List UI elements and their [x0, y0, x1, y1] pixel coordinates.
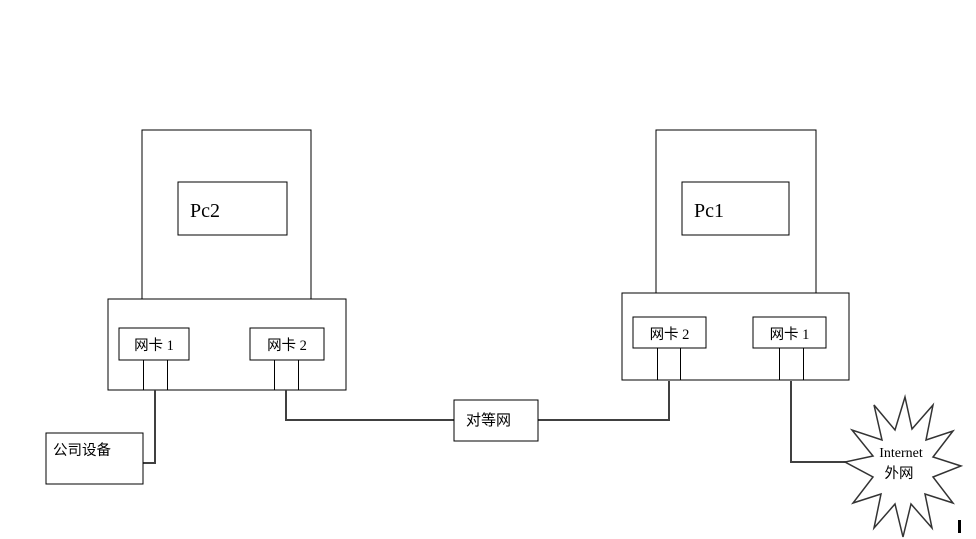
pc1-title-label: Pc1	[694, 200, 724, 222]
pc2-title-box	[177, 181, 288, 236]
cable-pc1-to-internet	[790, 381, 850, 463]
pc2-nic1-box	[118, 327, 190, 361]
text-cursor-mark	[958, 520, 961, 533]
peer-network-label: 对等网	[466, 411, 511, 429]
internet-label-line1: Internet	[879, 446, 923, 461]
pc1-nic1-label: 网卡 1	[770, 326, 810, 343]
pc2-nic1-label: 网卡 1	[134, 337, 174, 354]
pc2-nic2-box	[249, 327, 325, 361]
pc1-group: Pc1 网卡 2 网卡 1	[621, 129, 850, 381]
cable-pc2-to-peer-network	[285, 390, 454, 421]
internet-starburst-shape	[842, 394, 964, 538]
pc2-group: Pc2 网卡 1 网卡 2	[107, 129, 347, 391]
pc1-nic1-box	[752, 316, 827, 349]
company-device-label: 公司设备	[53, 442, 111, 459]
pc1-nic2-label: 网卡 2	[650, 326, 690, 343]
internet-group: Internet 外网	[842, 394, 964, 538]
internet-label-line2: 外网	[885, 465, 914, 482]
cable-pc2-to-company-device	[143, 390, 156, 464]
peer-network-group: 对等网	[453, 399, 539, 442]
company-device-group: 公司设备	[45, 432, 144, 485]
peer-network-box	[453, 399, 539, 442]
pc2-nic2-label: 网卡 2	[267, 337, 307, 354]
pc1-title-box	[681, 181, 790, 236]
cable-peer-network-to-pc1	[538, 381, 670, 421]
pc2-title-label: Pc2	[190, 200, 220, 222]
pc1-nic2-box	[632, 316, 707, 349]
company-device-box	[45, 432, 144, 485]
